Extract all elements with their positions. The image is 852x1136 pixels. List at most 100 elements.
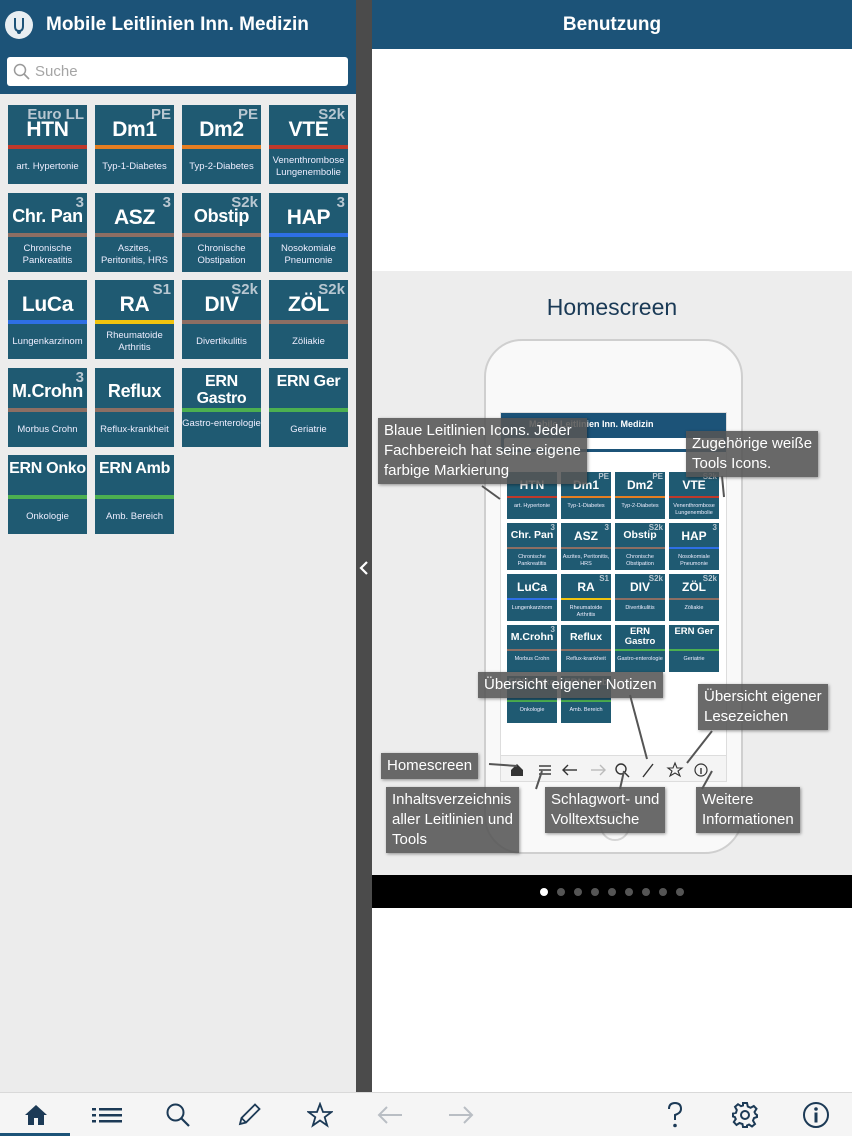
info-button[interactable] (798, 1099, 834, 1131)
tile-color-bar (95, 145, 174, 149)
tile-color-bar (8, 232, 87, 237)
phone-tile-code: ASZ (574, 529, 598, 543)
phone-tile-color-bar (561, 598, 611, 600)
contents-button[interactable] (89, 1099, 125, 1131)
arrow-right-icon (449, 1106, 474, 1124)
page-dot[interactable] (659, 887, 667, 896)
phone-tile-color-bar (507, 649, 557, 651)
tile-description: Divertikulitis (196, 336, 247, 347)
phone-tile-code: RA (577, 580, 595, 594)
phone-tile-badge: S2k (648, 574, 663, 583)
tile-color-bar (269, 320, 348, 324)
phone-tile-code: VTE (682, 478, 706, 492)
tile-description: Zöliakie (292, 336, 325, 347)
back-button[interactable] (372, 1099, 408, 1131)
phone-tile-description: Aszites, Peritonitis, HRS (562, 554, 610, 567)
page-dot[interactable] (540, 887, 548, 896)
phone-tile-badge: S2k (702, 574, 717, 583)
tile-badge: PE (237, 106, 258, 123)
tile-color-bar (269, 232, 348, 237)
tile-color-bar (95, 320, 174, 324)
collapse-panel-button[interactable] (356, 554, 372, 582)
phone-tile-color-bar (615, 598, 665, 600)
split-divider[interactable] (356, 0, 372, 1092)
page-dot[interactable] (642, 887, 650, 896)
page-dot[interactable] (591, 887, 599, 896)
tile-color-bar (8, 320, 87, 324)
tile-badge: 3 (75, 193, 84, 211)
tile-description: Morbus Crohn (17, 423, 78, 435)
phone-tile-description: Venenthrombose Lungenembolie (673, 503, 715, 516)
help-button[interactable] (657, 1099, 693, 1131)
info-icon (803, 1102, 829, 1128)
tile-color-bar (8, 495, 87, 499)
page-dot[interactable] (574, 887, 582, 896)
active-tab-indicator (0, 1133, 70, 1136)
phone-tile-color-bar (561, 649, 611, 651)
help-icon (668, 1101, 683, 1128)
phone-tile-badge: 3 (550, 523, 555, 532)
notes-button[interactable] (231, 1099, 267, 1131)
page-dot[interactable] (608, 887, 616, 896)
tile-code: ERN Gastro (196, 372, 247, 407)
phone-toolbar-icons (511, 761, 708, 778)
phone-tile-code: ZÖL (682, 580, 706, 594)
phone-tile-description: Gastro-enterologie (617, 656, 663, 662)
phone-tile-description: Chronische Obstipation (626, 554, 654, 567)
page-indicator[interactable] (372, 875, 852, 908)
list-icon (92, 1108, 122, 1123)
tutorial-slide[interactable]: Homescreen Mobile Leitlinien Inn. Medizi… (372, 271, 852, 875)
phone-tile-color-bar (507, 547, 557, 549)
tile-color-bar (8, 407, 87, 412)
phone-tile-description: art. Hypertonie (513, 503, 551, 509)
home-button[interactable] (18, 1099, 54, 1131)
tile-code: ERN Ger (276, 372, 341, 390)
phone-tile-description: Typ-1-Diabetes (567, 503, 605, 509)
phone-tile-description: Rheumatoide Arthritis (569, 605, 603, 618)
tile-code: Dm1 (112, 118, 157, 141)
search-input[interactable] (35, 63, 335, 80)
bookmarks-button[interactable] (302, 1099, 338, 1131)
phone-tile-color-bar (561, 547, 611, 549)
callout-blue-icons: Blaue Leitlinien Icons. Jeder Fachbereic… (378, 418, 587, 484)
slide-title: Homescreen (546, 294, 678, 320)
callout-search: Schlagwort- und Volltextsuche (545, 787, 666, 833)
callout-notes: Übersicht eigener Notizen (478, 672, 663, 698)
tile-badge: S2k (231, 281, 258, 298)
callout-tools-icons: Zugehörige weiße Tools Icons. (686, 431, 819, 477)
tile-code: HAP (286, 205, 331, 229)
search-box[interactable] (7, 57, 348, 86)
search-button[interactable] (160, 1099, 196, 1131)
tile-description: Onkologie (26, 511, 69, 522)
phone-tile-color-bar (669, 598, 719, 600)
page-dot[interactable] (676, 887, 684, 896)
page-dot[interactable] (625, 887, 633, 896)
phone-tile-description: Reflux-krankheit (566, 656, 606, 662)
forward-button[interactable] (443, 1099, 479, 1131)
settings-button[interactable] (727, 1099, 763, 1131)
page-dot[interactable] (557, 887, 565, 896)
tile-code: Obstip (193, 205, 250, 226)
